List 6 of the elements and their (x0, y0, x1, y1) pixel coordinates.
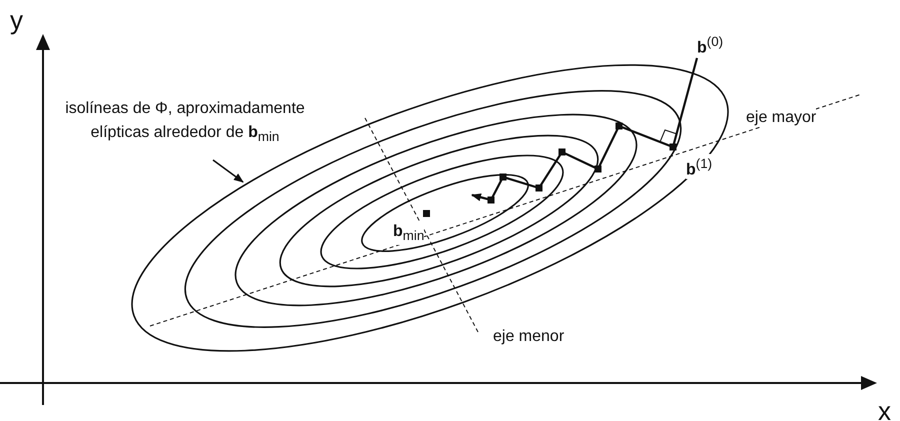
point-label: b$_{min}$ (393, 222, 424, 246)
axis-label: eje mayor (746, 108, 816, 127)
annotation-text: isolíneas de Φ, aproximadamente elípticas alrededor de b$_{min}$ (50, 97, 320, 150)
point-label: b$^{(1)}$ (686, 154, 712, 180)
leader-arrow (212, 159, 244, 183)
axis-label: eje menor (493, 327, 564, 346)
